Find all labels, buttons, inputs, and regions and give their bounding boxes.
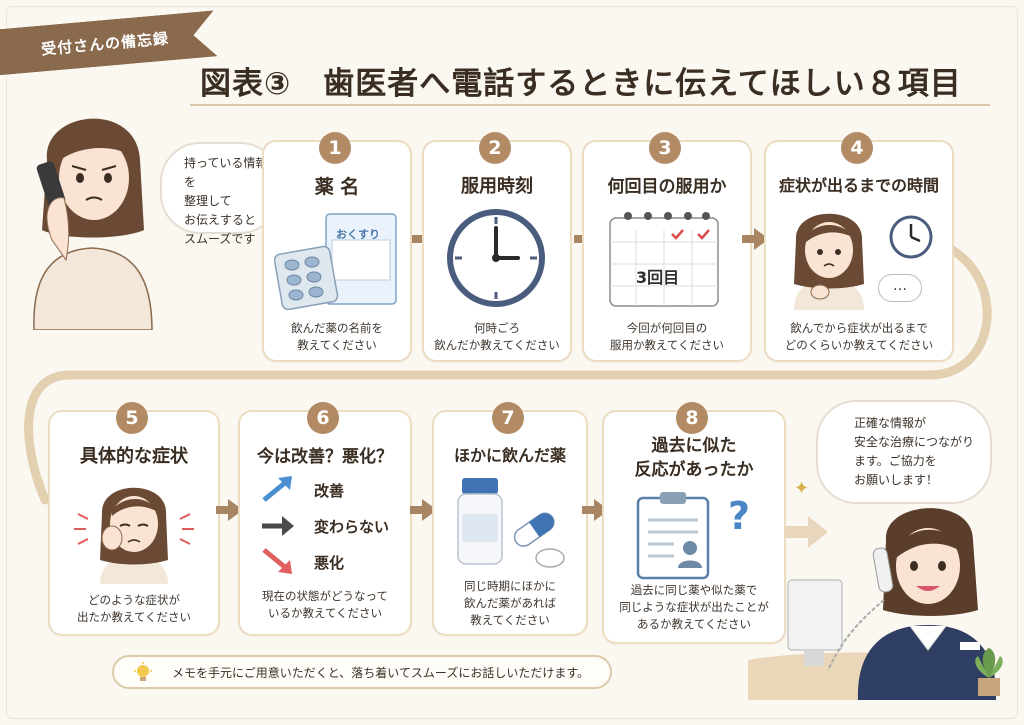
card-title-1: 薬 名 — [314, 176, 360, 198]
medicine-pack-label: おくすり — [336, 228, 380, 241]
card-desc-3: 今回が何回目の 服用か教えてください — [609, 321, 725, 352]
step-number-3: 3 — [649, 132, 681, 164]
card-item-4: 4 症状が出るまでの時間 … 飲んでから症状が出るまで どのくらいか教えてくださ… — [764, 132, 954, 362]
card-title-3: 何回目の服用か — [607, 177, 727, 197]
medicine-pack-icon — [274, 213, 397, 310]
step-number-4: 4 — [841, 132, 873, 164]
step-number-5: 5 — [116, 402, 148, 434]
clock-icon — [447, 209, 545, 307]
patient-on-phone-illustration — [33, 118, 153, 330]
card-item-6: 6 今は改善？悪化？ 改善 変わらない 悪化 現在の状態がどうなって いるか教え… — [238, 402, 412, 636]
trend-up-arrow-icon — [262, 476, 292, 502]
step-number-2: 2 — [479, 132, 511, 164]
card-desc-1: 飲んだ薬の名前を 教えてください — [291, 321, 383, 352]
card-title-8: 過去に似た 反応があったか — [634, 436, 754, 480]
card-desc-6: 現在の状態がどうなって いるか教えてください — [262, 589, 388, 620]
clock-icon — [889, 215, 933, 259]
toothache-woman-illustration — [74, 487, 194, 584]
card-desc-8: 過去に同じ薬や似た薬で 同じような症状が出たことが あるか教えてください — [619, 583, 769, 631]
receptionist-illustration — [748, 508, 1003, 700]
step-number-1: 1 — [319, 132, 351, 164]
card-title-4: 症状が出るまでの時間 — [778, 176, 939, 195]
large-arrow-to-receptionist — [784, 516, 828, 548]
card-title-7: ほかに飲んだ薬 — [453, 446, 566, 465]
calendar-label: 3回目 — [636, 268, 680, 287]
pill-bottle-icon — [457, 478, 565, 568]
card-item-8: 8 過去に似た 反応があったか ? 過去に同じ薬や似た薬で 同じような症状が出た… — [602, 402, 786, 644]
card-item-5: 5 具体的な症状 どのような症状が 出たか教えてください — [48, 402, 220, 636]
card-item-1: 1 薬 名 おくすり 飲んだ薬の名前を 教えてください — [262, 132, 412, 362]
trend-label-worse: 悪化 — [314, 554, 345, 572]
page-border — [6, 6, 1018, 719]
step-number-8: 8 — [676, 402, 708, 434]
card-desc-4: 飲んでから症状が出るまで どのくらいか教えてください — [784, 321, 934, 352]
card-desc-5: どのような症状が 出たか教えてください — [76, 593, 192, 624]
speech-dots-bubble: … — [878, 274, 922, 302]
clipboard-icon — [636, 492, 710, 580]
card-item-2: 2 服用時刻 何時ごろ 飲んだか教えてください — [422, 132, 572, 362]
memo-tip-bar: メモを手元にご用意いただくと、落ち着いてスムーズにお話しいただけます。 — [112, 655, 612, 689]
receptionist-speech-bubble: 正確な情報が 安全な治療につながり ます。ご協力を お願いします！ — [816, 400, 992, 504]
card-title-6: 今は改善？悪化？ — [257, 447, 393, 467]
trend-down-arrow-icon — [262, 548, 292, 574]
card-item-3: 3 何回目の服用か 3回目 今回が何回目の 服用か教えてください — [582, 132, 752, 362]
calendar-icon — [609, 212, 719, 307]
lightbulb-icon — [134, 662, 152, 681]
trend-label-improved: 改善 — [314, 482, 345, 500]
question-mark-icon: ? — [728, 494, 751, 538]
card-title-2: 服用時刻 — [461, 176, 533, 197]
card-desc-2: 何時ごろ 飲んだか教えてください — [434, 321, 560, 352]
patient-thought-bubble: 持っている情報を 整理して お伝えすると スムーズです — [160, 142, 280, 246]
potted-plant-icon — [975, 648, 1003, 696]
memo-tip-text: メモを手元にご用意いただくと、落ち着いてスムーズにお話しいただけます。 — [172, 665, 590, 680]
card-item-7: 7 ほかに飲んだ薬 同じ時期にほかに 飲んだ薬があれば 教えてください — [432, 402, 588, 636]
trend-flat-arrow-icon — [262, 516, 294, 536]
card-title-5: 具体的な症状 — [80, 446, 188, 467]
trend-label-unchanged: 変わらない — [314, 518, 390, 536]
step-number-6: 6 — [307, 402, 339, 434]
title-underline — [190, 104, 990, 106]
worried-woman-illustration — [794, 213, 864, 310]
card-desc-7: 同じ時期にほかに 飲んだ薬があれば 教えてください — [464, 579, 556, 627]
sparkle-icon: ✦ — [794, 478, 810, 499]
page-title: 図表③ 歯医者へ電話するときに伝えてほしい８項目 — [200, 66, 962, 102]
step-number-7: 7 — [492, 402, 524, 434]
